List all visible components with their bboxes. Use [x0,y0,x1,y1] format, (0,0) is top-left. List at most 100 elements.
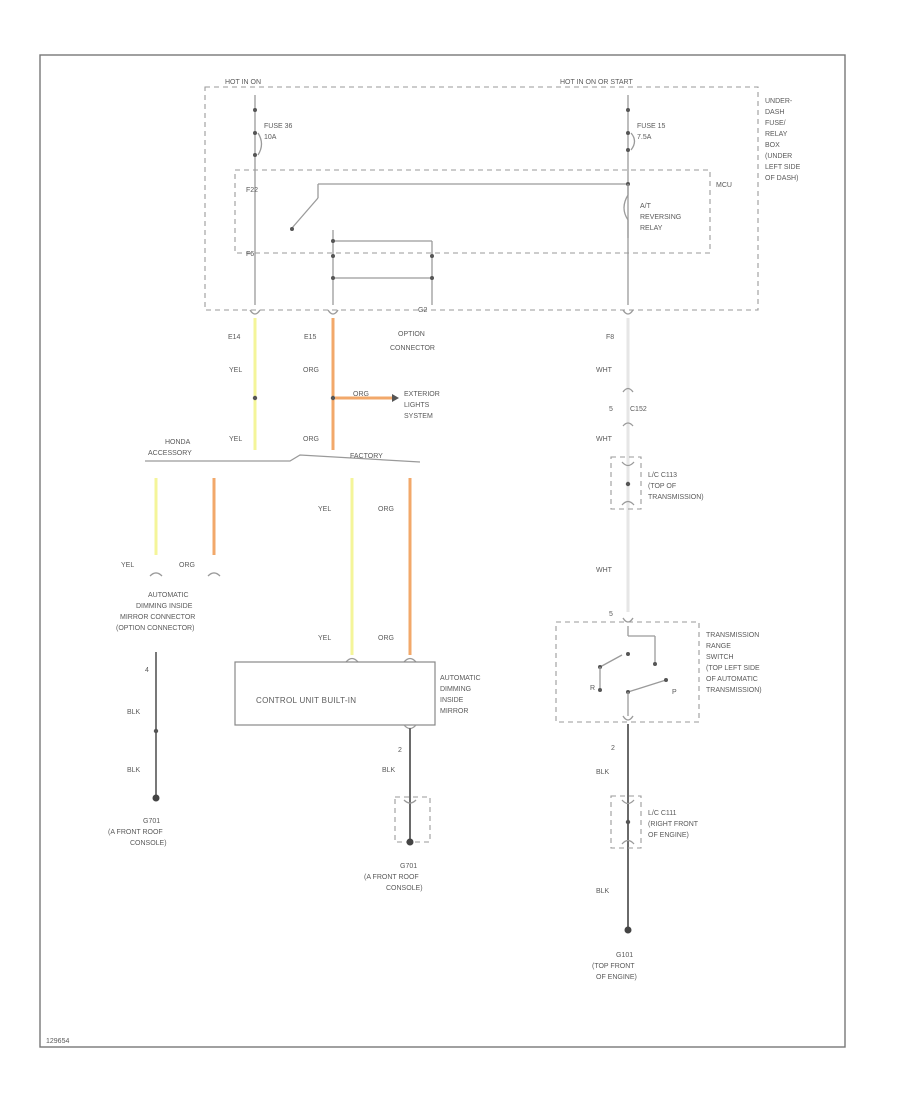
mirror-label: AUTOMATIC DIMMING INSIDE MIRROR [440,675,481,715]
dimming-conn-pin4: 4 [145,667,149,674]
trans-switch-blade-bottom [627,679,667,693]
svg-text:(TOP LEFT SIDE: (TOP LEFT SIDE [706,665,760,672]
fuse36-top-dot [253,108,257,112]
underdash-fuse-relay-box [204,86,759,311]
svg-text:RANGE: RANGE [706,643,731,650]
lc-c111-label-2: (RIGHT FRONT [648,821,699,828]
factory-yel-label: YEL [318,506,331,513]
exterior-lights-label-1: EXTERIOR [404,391,440,398]
c111-terminal-bottom [621,839,635,845]
org-splice-dot [330,395,336,401]
mcu-box [234,169,711,254]
relay-label-1: A/T [640,203,652,210]
hot-in-on-or-start-label: HOT IN ON OR START [560,79,633,86]
lc-c111-label-3: OF ENGINE) [648,832,689,839]
pin-f8-label: F8 [606,334,614,341]
g701-mid-label-2: (A FRONT ROOF [364,874,419,881]
mirror-terminal-2 [403,657,417,663]
fuse36-bottom-dot [253,153,257,157]
org-label-1: ORG [303,367,319,374]
c152-upper-terminal [622,387,634,393]
trans-terminal-bottom [622,715,634,721]
svg-text:(UNDER: (UNDER [765,153,792,160]
mcu-label: MCU [716,182,732,189]
dimming-conn-org-label: ORG [179,562,195,569]
lc-c113-label-2: (TOP OF [648,483,676,490]
svg-text:TRANSMISSION: TRANSMISSION [706,632,759,639]
mirror-ground-connector [394,796,431,843]
c111-terminal-top [621,799,635,805]
svg-text:DIMMING: DIMMING [440,686,471,693]
trans-blk-label-1: BLK [596,769,610,776]
trans-terminal-top [622,617,634,623]
trans-pin-bottom: 2 [611,745,615,752]
trans-contact-right [653,662,657,666]
svg-text:INSIDE: INSIDE [440,697,464,704]
c152-lower-terminal [622,422,634,427]
trans-pin-top: 5 [609,611,613,618]
c152-label: C152 [630,406,647,413]
pin-e15-label: E15 [304,334,317,341]
underdash-box-location-label: UNDER- DASH FUSE/ RELAY BOX (UNDER LEFT … [765,98,801,182]
lc-c111-label-1: L/C C111 [648,810,677,817]
honda-label-1: HONDA [165,439,191,446]
fuse36-symbol [257,132,263,156]
svg-text:OF AUTOMATIC: OF AUTOMATIC [706,676,758,683]
terminal-f8 [622,309,634,315]
mirror-org-label: ORG [378,635,394,642]
trans-blk-label-2: BLK [596,888,610,895]
fuse15-rating: 7.5A [637,134,652,141]
svg-text:MIRROR: MIRROR [440,708,468,715]
terminal-e14 [249,309,261,315]
blk-label-left-2: BLK [127,767,141,774]
svg-text:AUTOMATIC: AUTOMATIC [148,592,189,599]
relay-coil [623,184,629,238]
trans-pos-r: R [590,685,595,692]
trans-contact-center [626,652,630,656]
pin-f6-label: F6 [246,251,254,258]
mirror-ground-terminal [403,799,417,804]
dimming-conn-terminal-2 [207,572,221,577]
g701-mid-label-3: CONSOLE) [386,885,423,892]
relay-label-2: REVERSING [640,214,681,221]
diagram-frame [39,54,846,1048]
fuse15-top-dot [626,108,630,112]
control-unit-label: CONTROL UNIT BUILT-IN [256,696,356,705]
g701-mid-label-1: G701 [400,863,417,870]
relay-label-3: RELAY [640,225,663,232]
fuse15-name: FUSE 15 [637,123,666,130]
dimming-conn-terminal-1 [149,572,163,577]
g101-label-1: G101 [616,952,633,959]
exterior-lights-arrow [392,394,399,402]
lc-c113-label-3: TRANSMISSION) [648,494,704,501]
fuse15-bottom-dot [626,148,630,152]
yel-label-1: YEL [229,367,242,374]
c111-dot [625,819,631,825]
g701-left-label-1: G701 [143,818,160,825]
option-dot-1 [331,239,335,243]
svg-text:LEFT SIDE: LEFT SIDE [765,164,801,171]
blk-label-left-1: BLK [127,709,141,716]
trans-pos-p: P [672,689,677,696]
dimming-conn-yel-label: YEL [121,562,134,569]
svg-text:OF DASH): OF DASH) [765,175,798,182]
g701-left-ground-icon [152,794,160,802]
c113-terminal-top [621,461,635,467]
lc-c111-box [610,795,642,849]
factory-org-label: ORG [378,506,394,513]
hot-in-on-label: HOT IN ON [225,79,261,86]
harness-split-line [145,454,421,463]
mirror-pin2: 2 [398,747,402,754]
wht-label-2: WHT [596,436,613,443]
trans-switch-blade-left [599,654,623,668]
g101-label-3: OF ENGINE) [596,974,637,981]
factory-label: FACTORY [350,453,383,460]
svg-text:SWITCH: SWITCH [706,654,734,661]
g101-label-2: (TOP FRONT [592,963,635,970]
mirror-yel-label: YEL [318,635,331,642]
fuse36-rating: 10A [264,134,277,141]
yel-label-2: YEL [229,436,242,443]
trans-p-dot [664,678,668,682]
svg-text:TRANSMISSION): TRANSMISSION) [706,687,762,694]
left-splice-dot [153,728,159,734]
